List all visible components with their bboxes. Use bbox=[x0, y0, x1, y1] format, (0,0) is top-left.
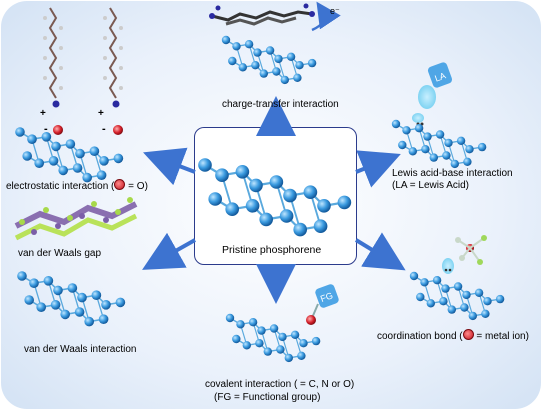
charge-transfer-molecule bbox=[209, 3, 315, 26]
pristine-phosphorene-label: Pristine phosphorene bbox=[222, 244, 322, 256]
coordination-lattice bbox=[409, 271, 505, 321]
chain-hydrogens bbox=[43, 16, 123, 90]
lewis-label-line1: Lewis acid-base interaction bbox=[392, 168, 513, 179]
oxygen-atom-1 bbox=[53, 125, 63, 135]
vdw-interaction-label: van der Waals interaction bbox=[24, 344, 137, 355]
nitrogen-atom-2 bbox=[112, 100, 120, 108]
arrow-upper-right bbox=[355, 150, 401, 188]
arrow-upper-left bbox=[143, 147, 196, 186]
vdw-lattice bbox=[16, 270, 126, 328]
lewis-label-line2: (LA = Lewis Acid) bbox=[392, 180, 469, 191]
vdw-gap-stack bbox=[14, 197, 138, 241]
alkyl-chains bbox=[48, 7, 118, 99]
arrow-lower-left bbox=[142, 232, 196, 270]
lewis-acid-group bbox=[412, 62, 453, 126]
functional-group bbox=[306, 284, 339, 325]
charge-transfer-label: charge-transfer interaction bbox=[222, 99, 339, 110]
metal-ion-marker-icon bbox=[462, 329, 474, 340]
electrostatic-label: electrostatic interaction ( = O) bbox=[6, 179, 148, 192]
nitrogen-atom-1 bbox=[52, 100, 60, 108]
metal-complex bbox=[442, 235, 487, 274]
electrostatic-lattice bbox=[14, 126, 124, 184]
electron-transfer-arrow bbox=[311, 1, 341, 32]
lewis-acid-tag: LA bbox=[433, 70, 447, 83]
vdw-gap-label: van der Waals gap bbox=[18, 248, 102, 259]
plus-charge-1: + bbox=[40, 108, 46, 119]
arrow-lower-right bbox=[354, 232, 406, 271]
covalent-label-line2: (FG = Functional group) bbox=[214, 392, 321, 403]
arrows bbox=[142, 96, 406, 304]
oxygen-marker-icon bbox=[114, 179, 126, 190]
minus-charge-2: - bbox=[102, 123, 106, 135]
plus-charge-2: + bbox=[98, 108, 104, 119]
coordination-label: coordination bond ( = metal ion) bbox=[377, 329, 529, 342]
functional-group-tag: FG bbox=[319, 290, 334, 304]
covalent-label-line1: covalent interaction ( = C, N or O) bbox=[205, 379, 355, 390]
pristine-phosphorene-structure bbox=[197, 157, 353, 238]
oxygen-atom-2 bbox=[113, 125, 123, 135]
lewis-lattice bbox=[391, 119, 487, 169]
charge-transfer-lattice bbox=[221, 35, 317, 85]
electron-symbol: e⁻ bbox=[330, 6, 340, 16]
minus-charge-1: - bbox=[44, 123, 48, 135]
